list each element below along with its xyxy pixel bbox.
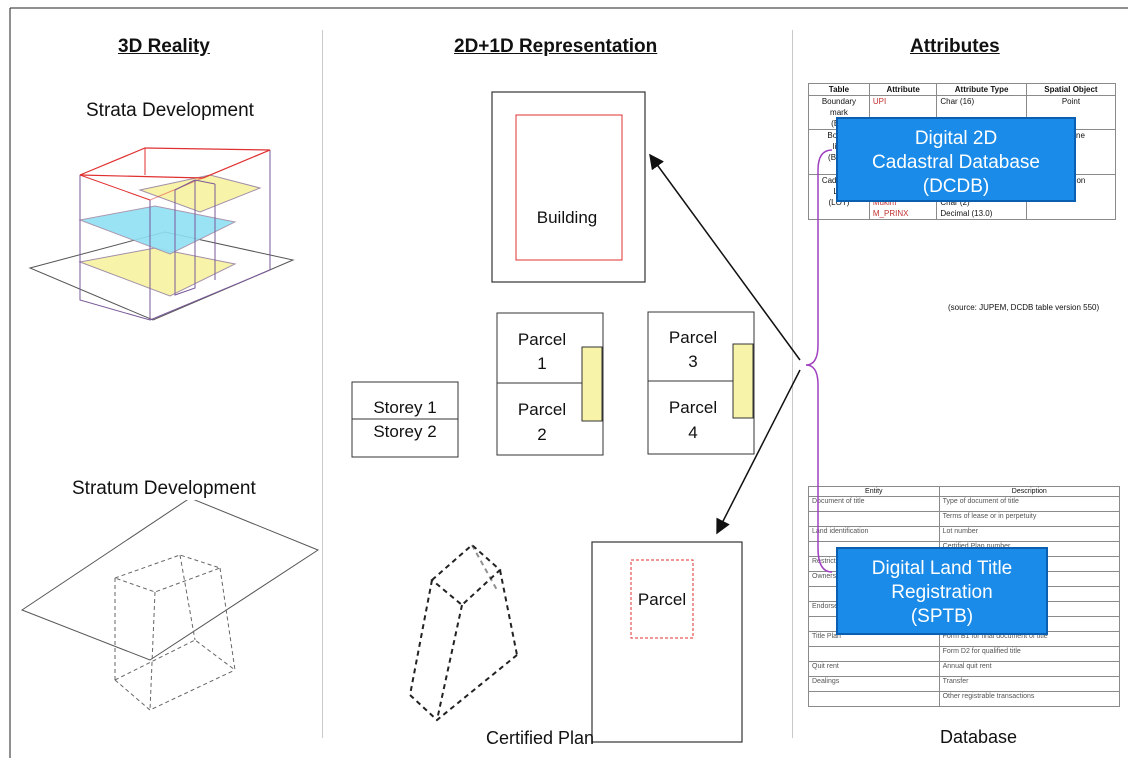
yellow-floor-upper	[138, 174, 262, 213]
title-cell-description: Other registrable transactions	[938, 691, 1121, 707]
dcdb-box-line1: Digital 2D	[914, 128, 998, 149]
dcdb-cell-type: Char (16)	[936, 95, 1027, 107]
title-row: Terms of lease or in perpetuity	[808, 511, 1121, 527]
col-spatial-object: Spatial Object	[1025, 83, 1117, 96]
stratum-3d-model	[20, 500, 320, 711]
title-cell-description: Transfer	[938, 676, 1121, 692]
separator-right	[792, 30, 793, 738]
title-cell-entity: Dealings	[808, 676, 940, 692]
parcel4-num: 4	[688, 423, 698, 442]
storey2-label: Storey 2	[373, 422, 437, 441]
dcdb-box: Digital 2D Cadastral Database (DCDB)	[836, 117, 1076, 202]
dcdb-cell-attribute: Mukim	[868, 197, 938, 208]
col-table: Table	[808, 83, 870, 96]
dcdb-box-line3: (DCDB)	[922, 176, 990, 197]
dcdb-row: mark	[808, 107, 1117, 118]
stratum-development-label: Stratum Development	[72, 478, 256, 499]
title-cell-description: Form D2 for qualified title	[938, 646, 1121, 662]
title-cell-description: Type of document of title	[938, 496, 1121, 512]
parcel2-name: Parcel	[517, 400, 567, 419]
col-entity: Entity	[808, 486, 940, 497]
header-attributes: Attributes	[910, 36, 1000, 57]
dcdb-cell-object	[1025, 208, 1117, 220]
title-row: Other registrable transactions	[808, 691, 1121, 707]
database-label: Database	[940, 727, 1018, 747]
dcdb-cell-attribute: UPI	[868, 95, 938, 107]
parcel3-num: 3	[688, 352, 698, 371]
sptb-box: Digital Land Title Registration (SPTB)	[836, 547, 1048, 635]
title-cell-entity: Quit rent	[808, 661, 940, 677]
roof-outline	[79, 147, 271, 179]
header-representation: 2D+1D Representation	[454, 36, 658, 57]
yellow-floor-lower	[78, 247, 237, 297]
title-cell-entity	[808, 691, 940, 707]
title-row: Form D2 for qualified title	[808, 646, 1121, 662]
dcdb-cell-table	[808, 208, 870, 220]
title-cell-entity	[808, 646, 940, 662]
storey1-label: Storey 1	[373, 398, 437, 417]
dcdb-cell-attribute	[868, 107, 938, 118]
dcdb-box-line2: Cadastral Database	[872, 152, 1040, 173]
dcdb-cell-table: Boundary	[808, 95, 870, 107]
strata-development-label: Strata Development	[86, 100, 254, 121]
col-attribute-type: Attribute Type	[936, 83, 1027, 96]
underground-volume	[113, 554, 236, 711]
plan-parcel-box	[630, 559, 694, 639]
parcel4-name: Parcel	[668, 398, 718, 417]
separator-left	[322, 30, 323, 738]
title-cell-description: Terms of lease or in perpetuity	[938, 511, 1121, 527]
sptb-box-line3: (SPTB)	[910, 606, 974, 627]
parcel1-num: 1	[537, 354, 547, 373]
parcel2-num: 2	[537, 425, 547, 444]
terrain-plane	[20, 500, 320, 661]
col-attribute: Attribute	[868, 83, 938, 96]
title-cell-entity: Document of title	[808, 496, 940, 512]
dcdb-cell-object: Point	[1025, 95, 1117, 107]
certified-plan-frame	[591, 541, 743, 743]
dcdb-cell-object	[1025, 107, 1117, 118]
parcel1-name: Parcel	[517, 330, 567, 349]
plan-parcel-label: Parcel	[637, 590, 687, 609]
dcdb-source-note: (source: JUPEM, DCDB table version 550)	[948, 303, 1100, 312]
title-cell-description: Lot number	[938, 526, 1121, 542]
blue-slab	[78, 205, 237, 255]
title-cell-entity: Land identification	[808, 526, 940, 542]
sptb-box-line2: Registration	[891, 582, 993, 603]
notch	[174, 180, 196, 296]
dashed-cube	[409, 543, 518, 722]
sptb-box-line1: Digital Land Title	[871, 558, 1013, 579]
dcdb-cell-object	[1025, 197, 1117, 208]
box-front-right	[149, 150, 271, 321]
certified-plan-label: Certified Plan	[486, 728, 595, 748]
title-cell-description: Annual quit rent	[938, 661, 1121, 677]
strata-3d-model	[28, 147, 295, 321]
dcdb-cell-type: Decimal (13.0)	[936, 208, 1027, 220]
ground-plane	[28, 231, 295, 321]
dcdb-cell-attribute: M_PRINX	[868, 208, 938, 220]
header-3d-reality: 3D Reality	[118, 36, 210, 57]
building-inner	[515, 114, 623, 261]
parcel3-name: Parcel	[668, 328, 718, 347]
building-label: Building	[536, 208, 598, 227]
representation-drawings	[351, 91, 755, 743]
col-description: Description	[938, 486, 1121, 497]
title-cell-entity	[808, 511, 940, 527]
box-front-left	[79, 175, 151, 321]
